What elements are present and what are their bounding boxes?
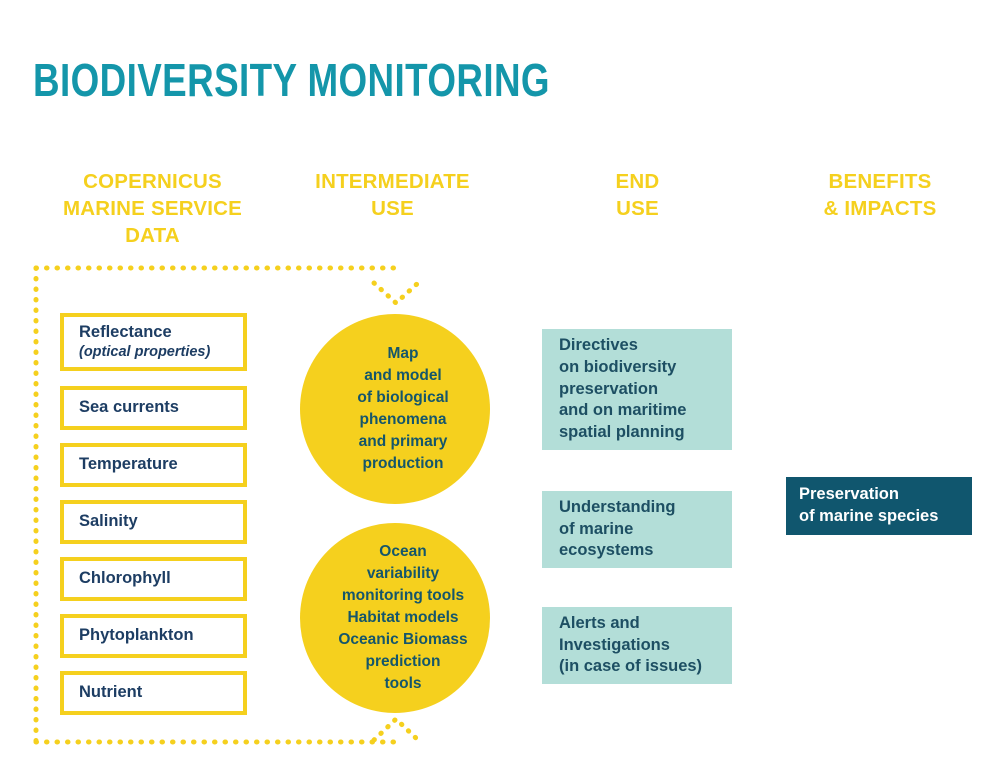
column-header-benefits-impacts: BENEFITS & IMPACTS xyxy=(760,168,1000,222)
column-header-line-1: INTERMEDIATE xyxy=(315,170,470,193)
data-box-reflectance[interactable]: Reflectance (optical properties) xyxy=(60,313,247,371)
data-box-phytoplankton[interactable]: Phytoplankton xyxy=(60,614,247,658)
data-box-label: Nutrient xyxy=(79,683,143,702)
data-box-label: Chlorophyll xyxy=(79,569,171,588)
data-box-temperature[interactable]: Temperature xyxy=(60,443,247,487)
data-box-label: Salinity xyxy=(79,512,138,531)
column-header-line-1: BENEFITS xyxy=(828,170,932,193)
data-box-sublabel: (optical properties) xyxy=(79,343,211,360)
column-header-line-1: END xyxy=(615,170,660,193)
column-header-end-use: END USE xyxy=(535,168,740,222)
column-header-line-1: COPERNICUS xyxy=(83,170,222,193)
data-box-nutrient[interactable]: Nutrient xyxy=(60,671,247,715)
column-header-line-3: DATA xyxy=(125,224,180,248)
dotted-arrowhead-down-icon xyxy=(371,280,421,307)
column-header-line-2: USE xyxy=(616,197,659,221)
data-box-salinity[interactable]: Salinity xyxy=(60,500,247,544)
data-box-chlorophyll[interactable]: Chlorophyll xyxy=(60,557,247,601)
column-header-copernicus-marine-service-data: COPERNICUS MARINE SERVICE DATA xyxy=(20,168,285,249)
dotted-arrowhead-up-icon xyxy=(371,715,421,743)
data-box-label: Sea currents xyxy=(79,398,179,417)
page-title: BIODIVERSITY MONITORING xyxy=(33,54,550,106)
column-header-line-2: MARINE SERVICE xyxy=(63,197,242,221)
data-box-label: Reflectance xyxy=(79,323,172,342)
data-box-label: Phytoplankton xyxy=(79,626,194,645)
data-box-label: Temperature xyxy=(79,455,178,474)
data-box-sea-currents[interactable]: Sea currents xyxy=(60,386,247,430)
column-header-line-2: USE xyxy=(371,197,414,221)
column-header-intermediate-use: INTERMEDIATE USE xyxy=(285,168,500,222)
column-header-line-2: & IMPACTS xyxy=(823,197,937,221)
